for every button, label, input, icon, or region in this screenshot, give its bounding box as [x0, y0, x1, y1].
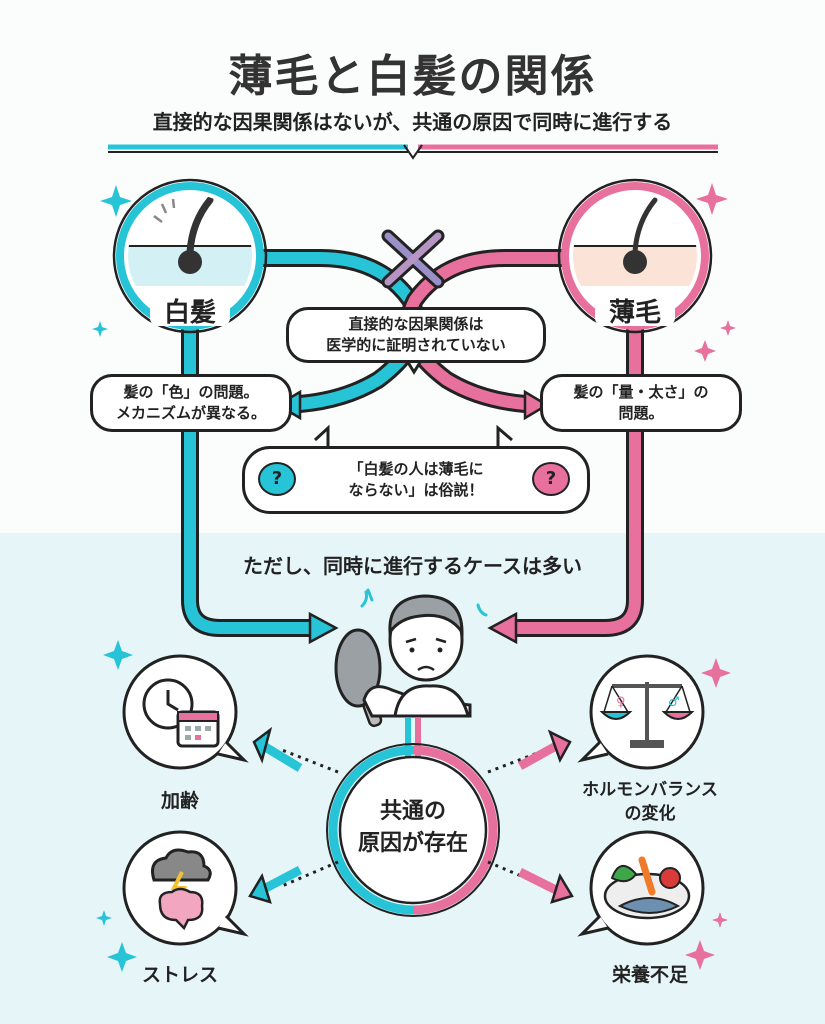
page-subtitle: 直接的な因果関係はないが、共通の原因で同時に進行する	[152, 110, 673, 134]
thinning-hair-note-line1: 髪の「量・太さ」の	[573, 383, 709, 401]
svg-text:♀: ♀	[616, 695, 626, 710]
header-underline	[108, 144, 718, 160]
aging-label: 加齢	[160, 790, 199, 812]
common-cause-text: 共通の 原因が存在	[353, 796, 473, 860]
common-cause-circle	[326, 743, 500, 917]
center-note-bubble: 直接的な因果関係は医学的に証明されていない	[286, 307, 546, 363]
gray-hair-note-line1: 髪の「色」の問題。	[123, 383, 259, 401]
thinning-hair-circle	[557, 178, 713, 334]
connector-arrows	[248, 726, 574, 904]
myth-line2: ならない」は俗説！	[348, 481, 484, 499]
stress-circle	[122, 830, 249, 946]
hormone-line2: の変化	[624, 804, 676, 824]
page-title: 薄毛と白髪の関係	[228, 51, 597, 102]
common-cause-line1: 共通の	[379, 799, 446, 824]
gray-hair-circle	[112, 178, 268, 334]
gray-hair-note-line2: メカニズムが異なる。	[115, 404, 266, 422]
myth-line1: 「白髪の人は薄毛に	[348, 460, 484, 478]
stress-label: ストレス	[141, 964, 218, 986]
sparkle-icons	[92, 185, 137, 972]
aging-circle	[122, 654, 249, 770]
gray-hair-label: 白髪	[163, 298, 216, 328]
hormone-label: ホルモンバランス の変化	[560, 778, 740, 826]
center-note-line1: 直接的な因果関係は	[348, 315, 484, 333]
nutrition-label: 栄養不足	[611, 964, 688, 986]
worried-person-illustration	[334, 588, 488, 728]
question-icon-left: ?	[258, 462, 296, 496]
caveat-text: ただし、同時に進行するケースは多い	[243, 554, 582, 578]
svg-text:♂: ♂	[668, 695, 680, 710]
center-note-line2: 医学的に証明されていない	[326, 336, 506, 354]
common-cause-line2: 原因が存在	[357, 831, 468, 856]
cross-icon	[381, 229, 445, 289]
thinning-hair-note-bubble: 髪の「量・太さ」の問題。	[540, 374, 742, 432]
hormone-circle: ♀ ♂	[577, 654, 705, 770]
balance-scale-icon: ♀ ♂	[599, 682, 695, 748]
gray-hair-note-bubble: 髪の「色」の問題。メカニズムが異なる。	[90, 374, 292, 432]
thinning-hair-note-line2: 問題。	[618, 404, 664, 422]
food-plate-icon	[603, 856, 691, 920]
nutrition-circle	[577, 830, 705, 946]
brain-icon	[158, 887, 204, 931]
calendar-icon	[176, 710, 220, 748]
hormone-line1: ホルモンバランス	[582, 780, 718, 800]
thinning-hair-label: 薄毛	[608, 298, 661, 328]
question-icon-right: ?	[532, 462, 570, 496]
